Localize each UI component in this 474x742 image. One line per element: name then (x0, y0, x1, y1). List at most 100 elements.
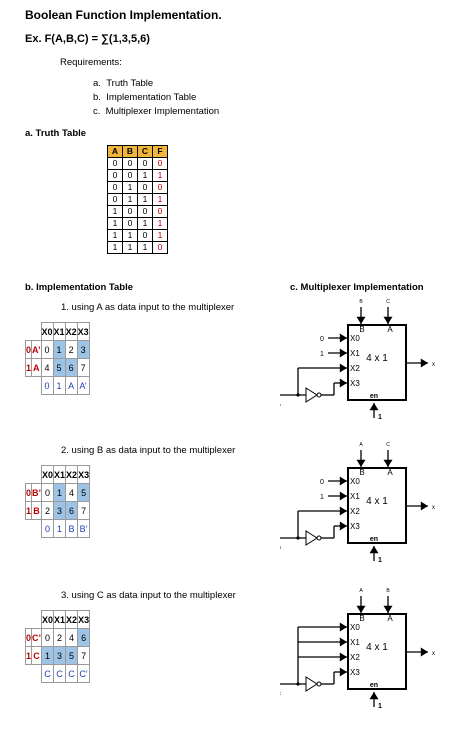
enable-value: 1 (378, 414, 382, 421)
impl-caption: 3. using C as data input to the multiple… (61, 590, 236, 601)
output-cell: 1 (152, 193, 168, 206)
enable-value: 1 (378, 703, 382, 710)
mux-label: 4 x 1 (366, 496, 388, 507)
mux-select-a: A (387, 325, 393, 334)
empty-cell (32, 520, 42, 538)
select-label-top: C (386, 299, 390, 305)
result-cell: C (41, 664, 55, 683)
minterm-cell: 6 (64, 358, 78, 377)
output-cell: 0 (152, 241, 168, 254)
minterm-cell: 1 (52, 340, 66, 359)
input-cell: 0 (122, 217, 138, 230)
input-constant: 0 (320, 336, 324, 343)
truth-table-heading: a. Truth Table (25, 128, 87, 139)
minterm-cell: 2 (64, 340, 78, 359)
minterm-cell: 0 (41, 628, 55, 647)
input-cell: 1 (107, 241, 123, 254)
select-label-top: B (386, 588, 390, 594)
input-cell: 1 (107, 229, 123, 242)
mux-port-label: X2 (350, 653, 360, 662)
impl-caption: 1. using A as data input to the multiple… (61, 302, 235, 313)
row-variable: C (31, 646, 43, 665)
minterm-cell: 0 (40, 340, 54, 359)
minterm-cell: 7 (76, 358, 90, 377)
result-cell: 0 (40, 376, 54, 395)
row-variable: B’ (31, 483, 43, 502)
result-cell: B’ (77, 519, 91, 538)
result-cell: 0 (41, 519, 55, 538)
minterm-cell: 7 (77, 646, 91, 665)
mux-heading: c. Multiplexer Implementation (290, 282, 424, 293)
result-cell: B (65, 519, 79, 538)
input-arrow-head (339, 506, 347, 516)
impl-header-cell: X0 (41, 610, 55, 629)
select-label-top: C (386, 442, 390, 448)
output-cell: 1 (152, 229, 168, 242)
inverter-gate (305, 676, 318, 692)
minterm-cell: 5 (77, 483, 91, 502)
select-label-top: A (359, 442, 363, 448)
input-cell: 1 (137, 217, 153, 230)
input-cell: 0 (137, 181, 153, 194)
select-arrow-head (383, 459, 393, 467)
minterm-cell: 1 (53, 483, 67, 502)
mux-select-b: B (359, 614, 364, 623)
mux-port-label: X0 (350, 334, 360, 343)
output-cell: 1 (152, 217, 168, 230)
result-cell: A’ (76, 376, 90, 395)
impl-header-cell: X2 (65, 610, 79, 629)
input-arrow-head (339, 348, 347, 358)
empty-cell (32, 323, 42, 341)
input-arrow-head (339, 637, 347, 647)
output-cell: 1 (152, 169, 168, 182)
output-arrow-head (420, 501, 428, 511)
input-cell: 1 (107, 217, 123, 230)
impl-header-cell: X0 (40, 322, 54, 341)
impl-table-heading: b. Implementation Table (25, 282, 134, 293)
inverter-bubble (316, 392, 322, 398)
mux-port-label: X3 (350, 668, 360, 677)
minterm-cell: 2 (53, 628, 67, 647)
select-arrow-head (356, 605, 366, 613)
mux-port-label: X2 (350, 364, 360, 373)
minterm-cell: 4 (65, 628, 79, 647)
input-cell: 0 (137, 229, 153, 242)
minterm-cell: 4 (65, 483, 79, 502)
mux-port-label: X1 (350, 638, 360, 647)
inverter-gate (305, 387, 318, 403)
result-cell: C (65, 664, 79, 683)
result-cell: A (64, 376, 78, 395)
input-cell: 1 (107, 205, 123, 218)
mux-box (347, 613, 407, 690)
row-variable: A (31, 358, 42, 377)
row-index: 1 (24, 501, 33, 520)
input-cell: 0 (107, 169, 123, 182)
input-cell: 0 (137, 157, 153, 170)
output-label: x (432, 651, 435, 657)
mux-select-b: B (359, 325, 364, 334)
input-cell: 1 (137, 241, 153, 254)
inverter-gate (305, 530, 318, 546)
output-arrow-head (420, 358, 428, 368)
input-cell: 1 (122, 229, 138, 242)
mux-select-a: A (387, 614, 393, 623)
page-title: Boolean Function Implementation. (25, 8, 222, 22)
enable-arrow-head (369, 403, 379, 411)
impl-header-cell: X2 (64, 322, 78, 341)
impl-header-cell: X1 (53, 610, 67, 629)
input-arrow-head (339, 363, 347, 373)
select-label-top: B (359, 299, 363, 305)
input-arrow-head (339, 521, 347, 531)
